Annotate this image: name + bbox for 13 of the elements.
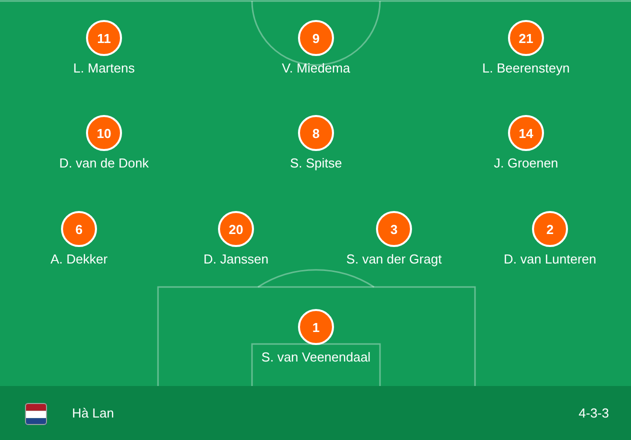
player-name: D. van de Donk: [59, 156, 149, 170]
player-name: S. Spitse: [290, 156, 342, 170]
player-name: D. Janssen: [203, 252, 269, 266]
player-name: V. Miedema: [282, 60, 350, 76]
player-name: A. Dekker: [50, 252, 108, 266]
player-name: L. Beerensteyn: [482, 60, 570, 76]
player-name: L. Martens: [73, 60, 135, 76]
formation-label: 4-3-3: [578, 406, 609, 420]
team-name: Hà Lan: [72, 406, 114, 420]
player-name: S. van der Gragt: [346, 252, 442, 266]
player-name: D. van Lunteren: [504, 252, 596, 266]
player-name: S. van Veenendaal: [261, 350, 371, 364]
player-name: J. Groenen: [494, 156, 558, 170]
